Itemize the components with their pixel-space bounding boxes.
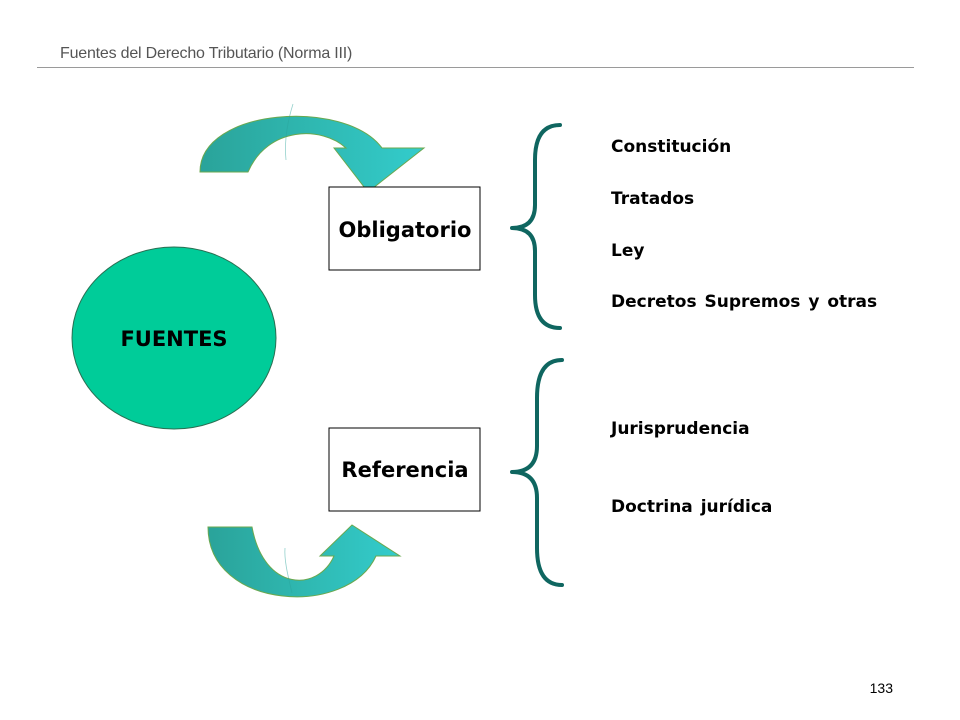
obligatorio-label: Obligatorio: [339, 218, 472, 242]
slide-title: Fuentes del Derecho Tributario (Norma II…: [60, 45, 353, 62]
page-number: 133: [869, 680, 893, 696]
bottom-curved-arrow: [207, 524, 402, 598]
referencia-box: [328, 427, 481, 512]
obligatorio-brace: [510, 123, 562, 330]
top-curved-arrow: [199, 103, 426, 193]
list-item: Jurisprudencia: [611, 419, 750, 439]
list-item: Ley: [611, 241, 645, 261]
list-item: Decretos Supremos y otras: [611, 292, 878, 312]
referencia-label: Referencia: [341, 458, 468, 482]
referencia-brace: [510, 358, 564, 587]
list-item: Tratados: [611, 189, 695, 209]
obligatorio-box: [328, 186, 481, 271]
title-divider: [37, 67, 914, 68]
fuentes-ellipse: [71, 246, 277, 430]
list-item: Constitución: [611, 137, 732, 157]
fuentes-label: FUENTES: [120, 327, 227, 351]
list-item: Doctrina jurídica: [611, 497, 773, 517]
